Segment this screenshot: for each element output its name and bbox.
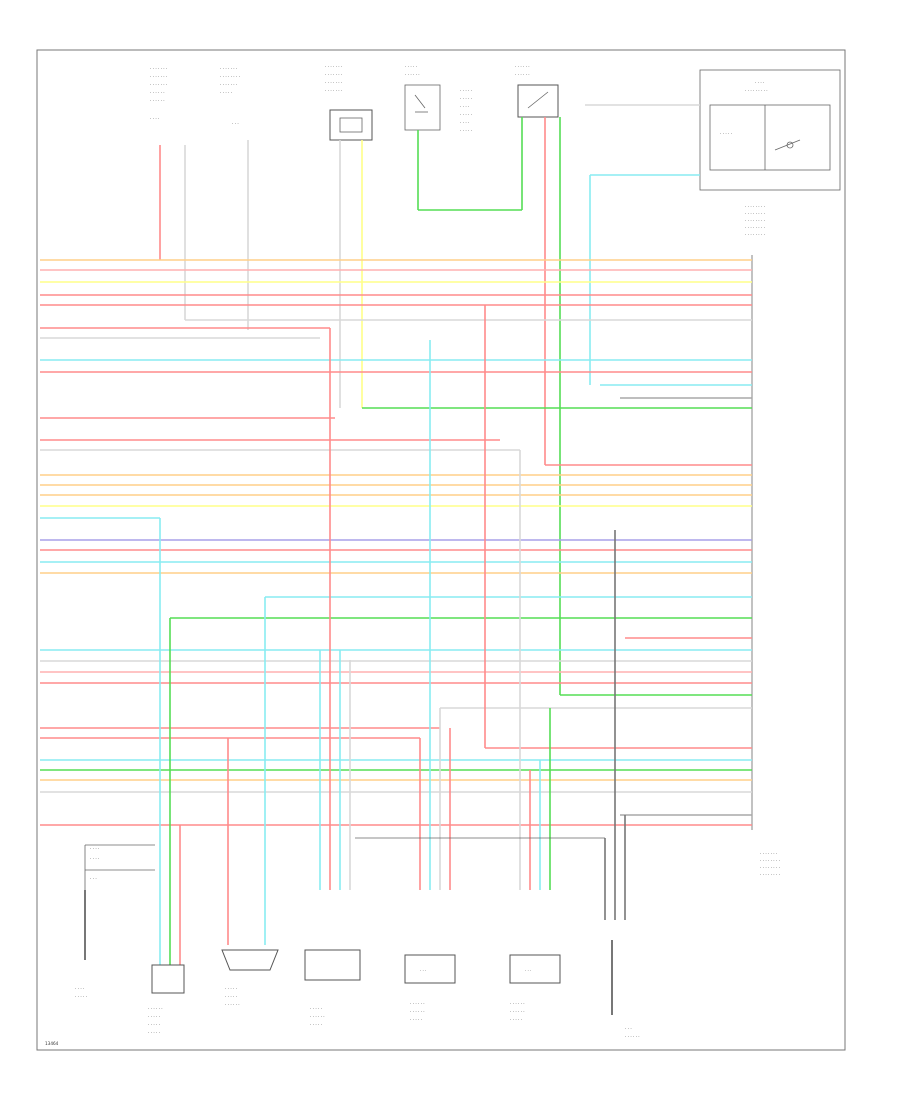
- svg-text:· · · · · ·: · · · · · ·: [515, 64, 530, 69]
- component-speed-sensor: · · · · · · · · · · · · · · · ·: [221, 949, 279, 1007]
- svg-text:· · · · ·: · · · · ·: [510, 1017, 522, 1022]
- svg-text:· · · ·: · · · ·: [755, 80, 764, 85]
- svg-text:· · · · · · · ·: · · · · · · · ·: [745, 225, 765, 230]
- svg-text:· · · · · · · ·: · · · · · · · ·: [220, 74, 240, 79]
- svg-text:· · ·: · · ·: [525, 968, 531, 973]
- lower-vertical-wires: [159, 305, 626, 965]
- svg-text:· · · · ·: · · · · ·: [410, 1017, 422, 1022]
- svg-text:· · ·: · · ·: [90, 876, 97, 881]
- svg-text:· · · ·: · · · ·: [150, 116, 159, 121]
- svg-text:· · ·: · · ·: [625, 1026, 632, 1031]
- svg-text:· · · · · ·: · · · · · ·: [410, 1009, 425, 1014]
- component-o2-sensor-3: · · · · · · · · · · · · · · · · · · · ·: [509, 954, 561, 1022]
- svg-text:· · · · · · · ·: · · · · · · · ·: [745, 218, 765, 223]
- svg-text:· · · · ·: · · · · ·: [720, 131, 732, 136]
- svg-text:· · · · · ·: · · · · · ·: [310, 1014, 325, 1019]
- svg-text:· · · · ·: · · · · ·: [225, 986, 237, 991]
- svg-text:· · · · · · ·: · · · · · · ·: [150, 66, 167, 71]
- svg-text:· · · · ·: · · · · ·: [460, 88, 472, 93]
- svg-text:· · · · · ·: · · · · · ·: [150, 90, 165, 95]
- svg-text:· · · ·: · · · ·: [90, 846, 99, 851]
- ground-point: · · · · · · · · ·: [611, 940, 640, 1039]
- svg-text:· · · · · · ·: · · · · · · ·: [220, 82, 237, 87]
- component-pressure-switch: · · · · · · · · · · · · · · · · · · · · …: [220, 66, 240, 126]
- svg-text:· · · · ·: · · · · ·: [148, 1022, 160, 1027]
- svg-text:· · · ·: · · · ·: [460, 104, 469, 109]
- svg-text:· · · ·: · · · ·: [460, 120, 469, 125]
- svg-text:· · · · · · · ·: · · · · · · · ·: [760, 865, 780, 870]
- connector-left-harness: · · · · · · · · · · · · · · · · · · · ·: [75, 844, 155, 999]
- svg-text:· · · · ·: · · · · ·: [460, 128, 472, 133]
- svg-text:· · · · ·: · · · · ·: [225, 994, 237, 999]
- svg-text:· · · · · ·: · · · · · ·: [150, 98, 165, 103]
- pcm-label: · · · · · · · · · · · · · · · · · · · · …: [760, 851, 780, 877]
- svg-text:· · · · · ·: · · · · · ·: [625, 1034, 640, 1039]
- svg-text:· · · · · ·: · · · · · ·: [225, 1002, 240, 1007]
- svg-text:· · · · · · ·: · · · · · · ·: [325, 64, 342, 69]
- svg-text:· · · · · · ·: · · · · · · ·: [325, 72, 342, 77]
- svg-text:· · · · · ·: · · · · · ·: [510, 1001, 525, 1006]
- svg-text:· · · · ·: · · · · ·: [310, 1022, 322, 1027]
- svg-text:· · · ·: · · · ·: [75, 986, 84, 991]
- svg-text:· · · · · ·: · · · · · ·: [148, 1006, 163, 1011]
- component-o2-sensor-1: · · · · · · · · · · · · · · · ·: [304, 949, 361, 1027]
- svg-text:· · · · · ·: · · · · · ·: [515, 72, 530, 77]
- footer-code: 13464: [45, 1041, 59, 1046]
- svg-text:· · · · ·: · · · · ·: [75, 994, 87, 999]
- svg-text:· · · · · · ·: · · · · · · ·: [150, 82, 167, 87]
- svg-text:· · · ·: · · · ·: [90, 856, 99, 861]
- svg-text:· · · · · · ·: · · · · · · ·: [325, 80, 342, 85]
- top-components: · · · · · · · · · · · · · · · · · · · · …: [150, 62, 841, 237]
- svg-text:· · · · · · ·: · · · · · · ·: [150, 74, 167, 79]
- svg-text:· · ·: · · ·: [420, 968, 426, 973]
- svg-text:· · · · ·: · · · · ·: [310, 1006, 322, 1011]
- svg-text:· · · · · · · ·: · · · · · · · ·: [745, 232, 765, 237]
- svg-text:· · · · ·: · · · · ·: [405, 64, 417, 69]
- svg-text:· · · · ·: · · · · ·: [148, 1030, 160, 1035]
- top-vertical-wires: [159, 104, 700, 695]
- component-switch-4: · · · · · · · · · · · · · · · · · · · · …: [404, 64, 472, 133]
- component-o2-sensor-2: · · · · · · · · · · · · · · · · · · · ·: [404, 954, 456, 1022]
- svg-text:· · ·: · · ·: [232, 121, 239, 126]
- svg-text:· · · · ·: · · · · ·: [220, 90, 232, 95]
- component-vss-sensor: · · · · · · · · · · · · · · · · · · · · …: [148, 964, 185, 1035]
- svg-text:· · · · ·: · · · · ·: [460, 112, 472, 117]
- svg-text:· · · · ·: · · · · ·: [148, 1014, 160, 1019]
- svg-text:· · · · · · · ·: · · · · · · · ·: [745, 211, 765, 216]
- svg-text:· · · · · ·: · · · · · ·: [405, 72, 420, 77]
- svg-text:· · · · · · · ·: · · · · · · · ·: [745, 204, 765, 209]
- component-module-box: · · · · · · · · · · · · · · · · · · · · …: [325, 64, 373, 141]
- component-brake-switch: · · · · · · · · · · · ·: [515, 64, 559, 118]
- svg-text:· · · · · · ·: · · · · · · ·: [325, 88, 342, 93]
- svg-text:· · · · · · ·: · · · · · · ·: [760, 851, 777, 856]
- svg-text:· · · · · · · ·: · · · · · · · ·: [760, 872, 780, 877]
- svg-text:· · · · · ·: · · · · · ·: [510, 1009, 525, 1014]
- component-left-sensor: · · · · · · · · · · · · · · · · · · · · …: [150, 62, 190, 121]
- svg-text:· · · · · · · · ·: · · · · · · · · ·: [745, 88, 768, 93]
- svg-text:· · · · · ·: · · · · · ·: [410, 1001, 425, 1006]
- diagram-frame: [36, 49, 846, 1051]
- component-transmission-range-sensor: · · · · · · · · · · · · · · · · · · · · …: [699, 69, 841, 237]
- svg-text:· · · · ·: · · · · ·: [460, 96, 472, 101]
- bottom-components: · · · · · · · · · · · · · · · · · · · · …: [75, 844, 780, 1039]
- svg-text:· · · · · · · ·: · · · · · · · ·: [760, 858, 780, 863]
- svg-text:· · · · · · ·: · · · · · · ·: [220, 66, 237, 71]
- horizontal-wires: [40, 259, 752, 826]
